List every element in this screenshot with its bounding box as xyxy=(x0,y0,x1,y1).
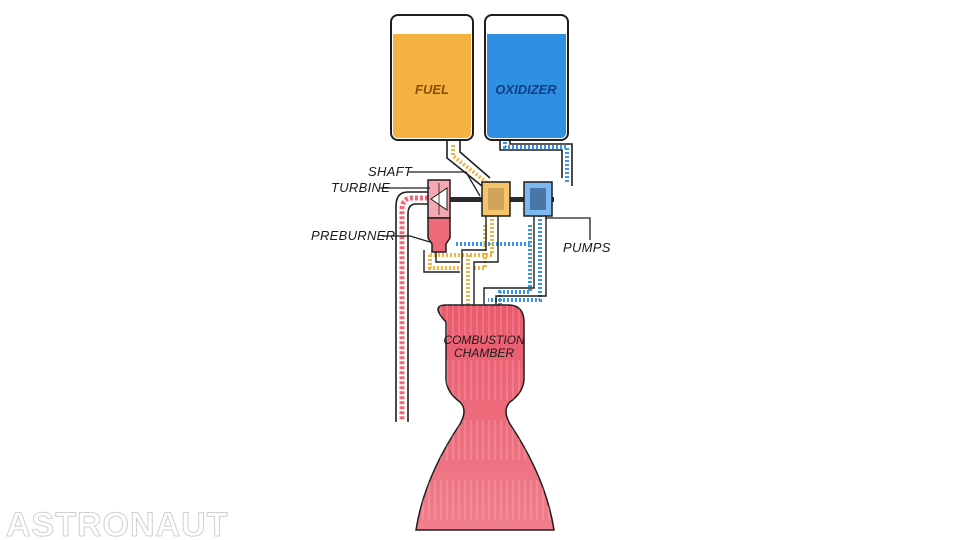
fuel-feed-line xyxy=(446,140,491,187)
oxidizer-flow-dashes xyxy=(456,142,569,305)
fuel-tank-label: FUEL xyxy=(415,82,449,97)
oxidizer-tank-label: OXIDIZER xyxy=(495,82,557,97)
turbine-exhaust-line xyxy=(395,191,428,422)
combustion-chamber: COMBUSTION CHAMBER xyxy=(415,304,555,531)
oxidizer-pump xyxy=(523,181,553,217)
pumps-label: PUMPS xyxy=(563,240,611,255)
leader-lines xyxy=(380,171,591,243)
fuel-tank: FUEL xyxy=(390,14,474,141)
preburner xyxy=(427,217,451,253)
oxidizer-tank: OXIDIZER xyxy=(484,14,569,141)
shaft-label: SHAFT xyxy=(368,164,413,179)
turbine-label: TURBINE xyxy=(331,180,390,195)
fuel-pump xyxy=(481,181,511,217)
preburner-label: PREBURNER xyxy=(311,228,395,243)
fuel-flow-dashes xyxy=(428,145,494,305)
watermark-logo: ASTRONAUT xyxy=(6,506,228,540)
duct-outlines xyxy=(423,215,547,305)
oxidizer-feed-line xyxy=(499,140,573,186)
turbine xyxy=(427,179,451,219)
chamber-label-line1: COMBUSTION xyxy=(443,333,525,347)
chamber-label-line2: CHAMBER xyxy=(454,346,514,360)
